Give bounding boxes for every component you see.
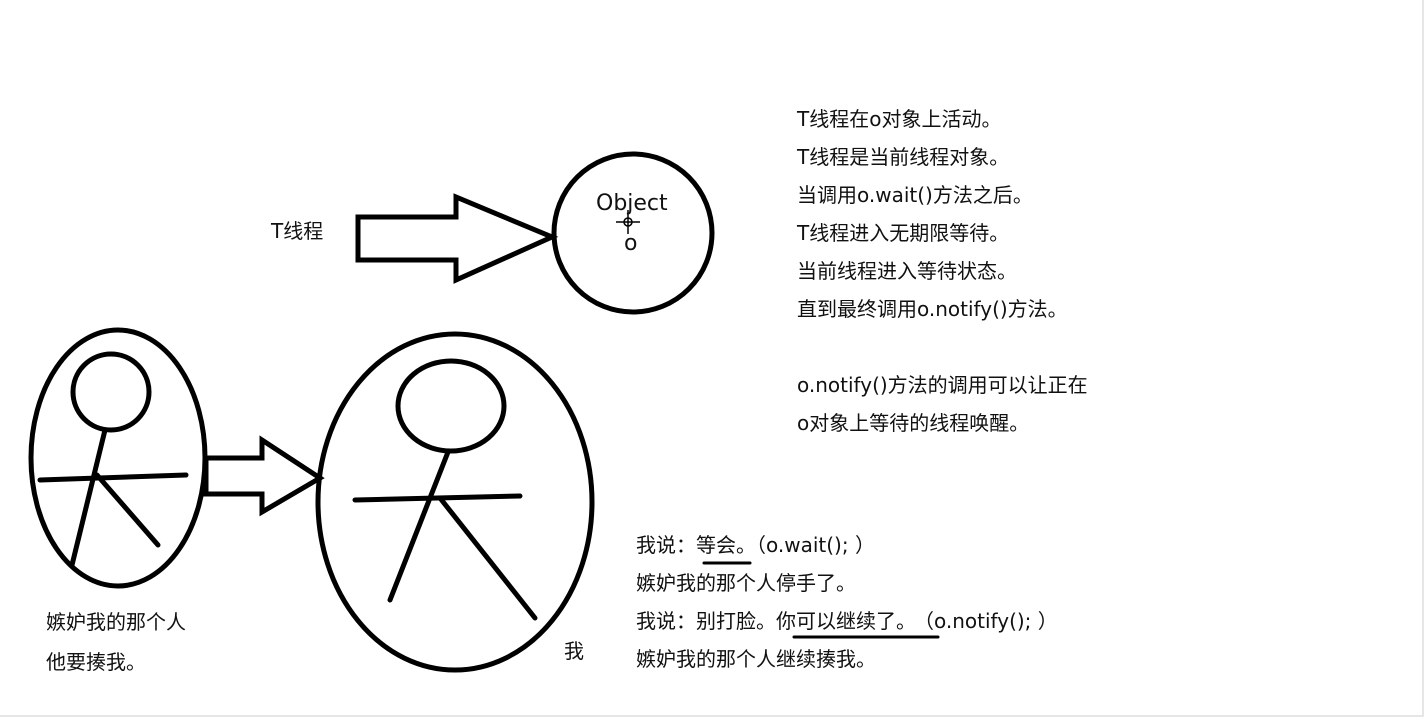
jealous-person-label-line1: 嫉妒我的那个人 bbox=[46, 610, 186, 634]
object-word-label: Object bbox=[596, 191, 668, 216]
object-circle bbox=[551, 151, 715, 315]
jealous-person-label-line2: 他要揍我。 bbox=[46, 650, 146, 674]
analogy-line-3-suffix: （o.notify(); ） bbox=[924, 609, 1058, 633]
note-line: o对象上等待的线程唤醒。 bbox=[797, 411, 1030, 435]
note-line: o.notify()方法的调用可以让正在 bbox=[797, 373, 1088, 397]
analogy-line-1-underlined: 等会 bbox=[696, 533, 736, 557]
note-line: T线程进入无期限等待。 bbox=[797, 221, 1010, 245]
me-label: 我 bbox=[564, 639, 584, 663]
me-outline bbox=[315, 331, 595, 673]
jealous-person-figure bbox=[37, 351, 189, 568]
analogy-notes: 我说：等会。（o.wait(); ） 嫉妒我的那个人停手了。 我说：别打脸。你可… bbox=[636, 526, 1058, 678]
thread-to-object-arrow bbox=[355, 193, 559, 284]
thread-label: T线程 bbox=[271, 219, 324, 243]
frame-bottom-edge bbox=[0, 715, 1424, 717]
analogy-line-1-suffix: 。（o.wait(); ） bbox=[736, 533, 875, 557]
cursor-crosshair-icon bbox=[616, 210, 640, 234]
object-var-label: o bbox=[624, 231, 638, 256]
analogy-line-3: 我说：别打脸。你可以继续了。 （o.notify(); ） bbox=[636, 602, 1058, 640]
note-line: T线程在o对象上活动。 bbox=[797, 107, 1002, 131]
note-line: 直到最终调用o.notify()方法。 bbox=[797, 297, 1068, 321]
me-figure bbox=[352, 358, 538, 621]
analogy-line-2: 嫉妒我的那个人停手了。 bbox=[636, 571, 856, 595]
analogy-line-4: 嫉妒我的那个人继续揍我。 bbox=[636, 647, 876, 671]
note-line: T线程是当前线程对象。 bbox=[797, 145, 1010, 169]
analogy-line-1-prefix: 我说： bbox=[636, 533, 696, 557]
jealous-to-me-arrow bbox=[203, 435, 325, 517]
frame-right-edge bbox=[1422, 0, 1424, 717]
note-line: 当调用o.wait()方法之后。 bbox=[797, 183, 1033, 207]
note-line: 当前线程进入等待状态。 bbox=[797, 259, 1017, 283]
analogy-line-3-underlined: 你可以继续了。 bbox=[776, 609, 916, 633]
explanation-notes: T线程在o对象上活动。 T线程是当前线程对象。 当调用o.wait()方法之后。… bbox=[797, 100, 1088, 442]
analogy-line-1: 我说：等会。（o.wait(); ） bbox=[636, 526, 1058, 564]
jealous-person-outline bbox=[28, 327, 208, 589]
analogy-line-3-prefix: 我说：别打脸。 bbox=[636, 609, 776, 633]
note-line bbox=[797, 328, 1088, 366]
